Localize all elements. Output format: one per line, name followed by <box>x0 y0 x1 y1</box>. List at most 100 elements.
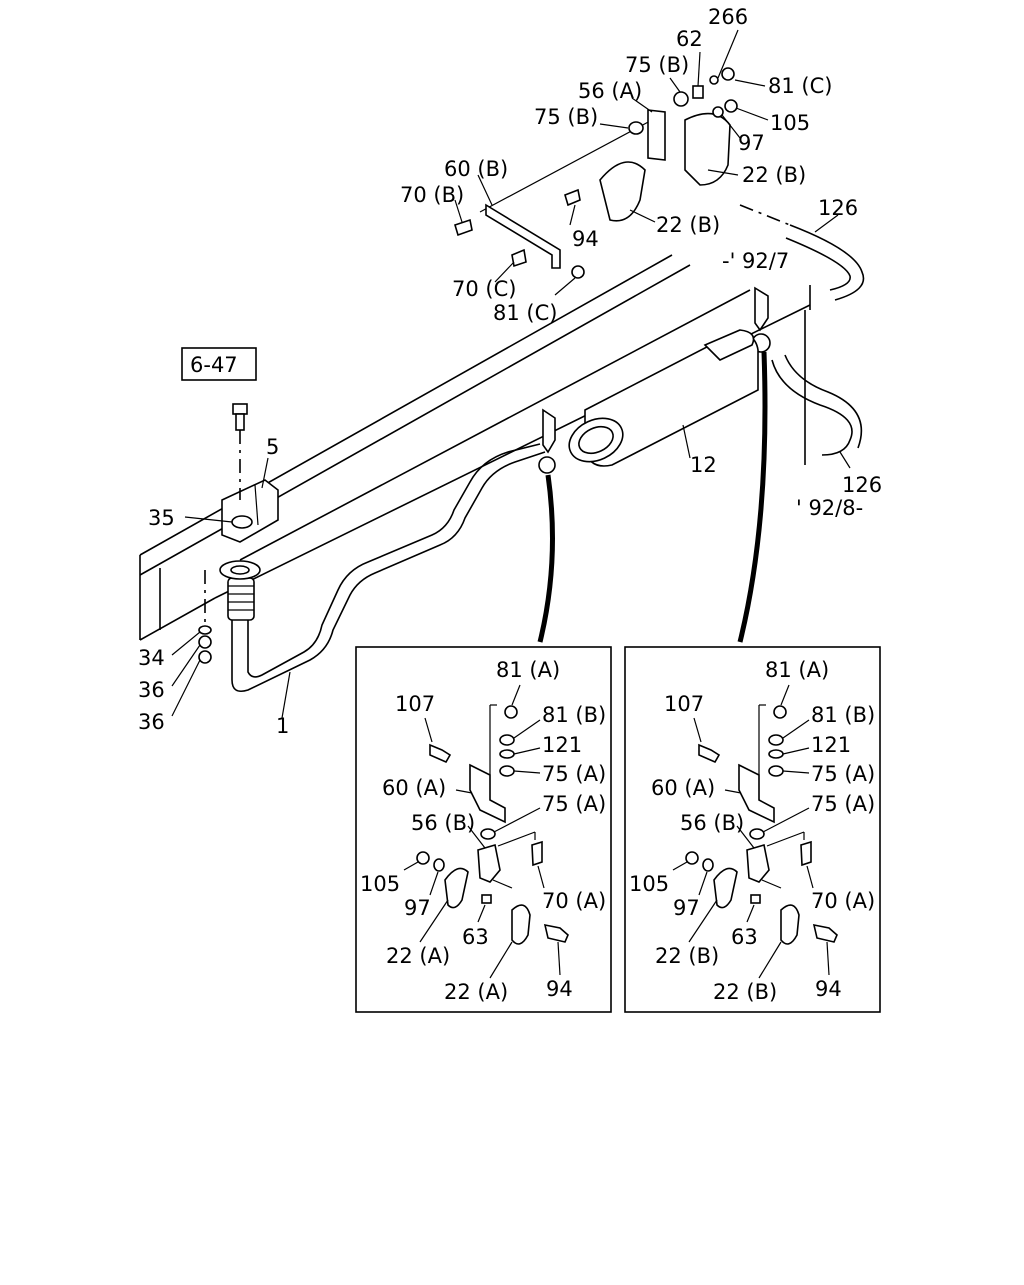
label-34: 34 <box>138 646 165 670</box>
nut-105 <box>724 99 738 113</box>
main-leaders <box>171 29 851 719</box>
tail-pipe-upper <box>785 224 865 301</box>
bracket-56b-right <box>746 843 770 883</box>
label-92-7: -' 92/7 <box>722 249 789 273</box>
nut-81c-bottom <box>571 265 585 279</box>
inset-left-label-121: 121 <box>542 733 582 757</box>
inset-right-label-60a: 60 (A) <box>651 776 715 800</box>
washer-75a-bottom-left <box>480 828 496 840</box>
inset-left-label-63: 63 <box>462 925 489 949</box>
nut-81a-left <box>504 705 518 719</box>
bolt-62 <box>692 85 704 99</box>
inset-left: 81 (A) 107 81 (B) 121 75 (A) 60 (A) 75 (… <box>355 646 612 1013</box>
inset-left-label-81a: 81 (A) <box>496 658 560 682</box>
nut-36-a <box>198 635 212 649</box>
rubber-22b-left <box>599 161 646 222</box>
upper-hanger-assembly <box>454 67 791 279</box>
washer-34 <box>198 625 212 635</box>
inset-right-label-81b: 81 (B) <box>811 703 875 727</box>
washer-75a-top-right <box>768 765 784 777</box>
bracket-60a-left <box>469 763 506 824</box>
rubber-22b-right <box>684 112 731 186</box>
bolt-6-47 <box>232 403 248 431</box>
washer-75a-bottom-right <box>749 828 765 840</box>
washer-75b-right <box>673 91 689 107</box>
bolt-70a-right <box>800 840 812 867</box>
label-70c: 70 (C) <box>452 277 516 301</box>
washer-97-left <box>433 858 445 872</box>
pin-63-right <box>750 894 761 904</box>
rubber-22b-right-b <box>780 904 800 945</box>
label-81c-a: 81 (C) <box>768 74 832 98</box>
bolt-70b <box>454 218 473 237</box>
inset-left-label-81b: 81 (B) <box>542 703 606 727</box>
label-56a: 56 (A) <box>578 79 642 103</box>
inset-left-label-75a-b: 75 (A) <box>542 792 606 816</box>
inset-left-label-94: 94 <box>546 977 573 1001</box>
flex-bellows <box>227 577 255 621</box>
inset-callout-lines <box>537 351 768 643</box>
inset-left-label-75a-a: 75 (A) <box>542 762 606 786</box>
inset-right-label-94: 94 <box>815 977 842 1001</box>
label-75b-b: 75 (B) <box>534 105 598 129</box>
flange <box>219 560 261 580</box>
inset-left-label-107: 107 <box>395 692 435 716</box>
hanger-left <box>538 408 556 474</box>
nut-36-b <box>198 650 212 664</box>
label-97: 97 <box>738 131 765 155</box>
washer-97 <box>712 106 724 118</box>
tail-pipe-lower <box>771 354 863 456</box>
inset-right-label-56b: 56 (B) <box>680 811 744 835</box>
bracket-56b-left <box>477 843 501 883</box>
label-22b-a: 22 (B) <box>742 163 806 187</box>
rubber-22b-right-a <box>713 867 738 909</box>
inset-left-label-22a-a: 22 (A) <box>386 944 450 968</box>
inset-left-label-60a: 60 (A) <box>382 776 446 800</box>
bracket-56a <box>647 109 666 161</box>
washer-75b-left <box>628 121 644 135</box>
label-92-8: ' 92/8- <box>796 496 863 520</box>
label-94-a: 94 <box>572 227 599 251</box>
pin-63-left <box>481 894 492 904</box>
label-36-b: 36 <box>138 710 165 734</box>
label-105: 105 <box>770 111 810 135</box>
label-1: 1 <box>276 714 289 738</box>
ref-box-6-47 <box>181 347 257 381</box>
label-70b: 70 (B) <box>400 183 464 207</box>
inset-left-label-105: 105 <box>360 872 400 896</box>
rubber-22a-left-a <box>444 867 469 909</box>
bolt-70c <box>511 248 527 268</box>
inset-left-label-97: 97 <box>404 896 431 920</box>
washer-97-right <box>702 858 714 872</box>
inset-left-label-56b: 56 (B) <box>411 811 475 835</box>
inset-left-label-22a-b: 22 (A) <box>444 980 508 1004</box>
muffler-12 <box>568 329 759 467</box>
inset-right-label-70a: 70 (A) <box>811 889 875 913</box>
inset-right-label-107: 107 <box>664 692 704 716</box>
inset-left-label-70a: 70 (A) <box>542 889 606 913</box>
bracket-60b <box>485 203 561 269</box>
bolt-94-right <box>812 923 838 943</box>
inset-right-label-105: 105 <box>629 872 669 896</box>
label-62: 62 <box>676 27 703 51</box>
nuts-34-36 <box>198 570 212 664</box>
nut-105-right <box>685 851 699 865</box>
inset-right-label-75a-b: 75 (A) <box>811 792 875 816</box>
nut-81b-right <box>768 734 784 746</box>
bolt-94 <box>564 188 581 207</box>
label-126-b: 126 <box>842 473 882 497</box>
washer-121-left <box>499 749 515 759</box>
label-266: 266 <box>708 5 748 29</box>
inset-right-label-63: 63 <box>731 925 758 949</box>
inset-right-label-22b-a: 22 (B) <box>655 944 719 968</box>
bolt-107-left <box>429 743 452 764</box>
inset-right-label-22b-b: 22 (B) <box>713 980 777 1004</box>
label-75b-a: 75 (B) <box>625 53 689 77</box>
label-5: 5 <box>266 435 279 459</box>
label-60b: 60 (B) <box>444 157 508 181</box>
gasket-35 <box>231 515 253 529</box>
rubber-22a-left-b <box>511 904 531 945</box>
front-exhaust-pipe <box>219 443 546 693</box>
nut-81a-right <box>773 705 787 719</box>
